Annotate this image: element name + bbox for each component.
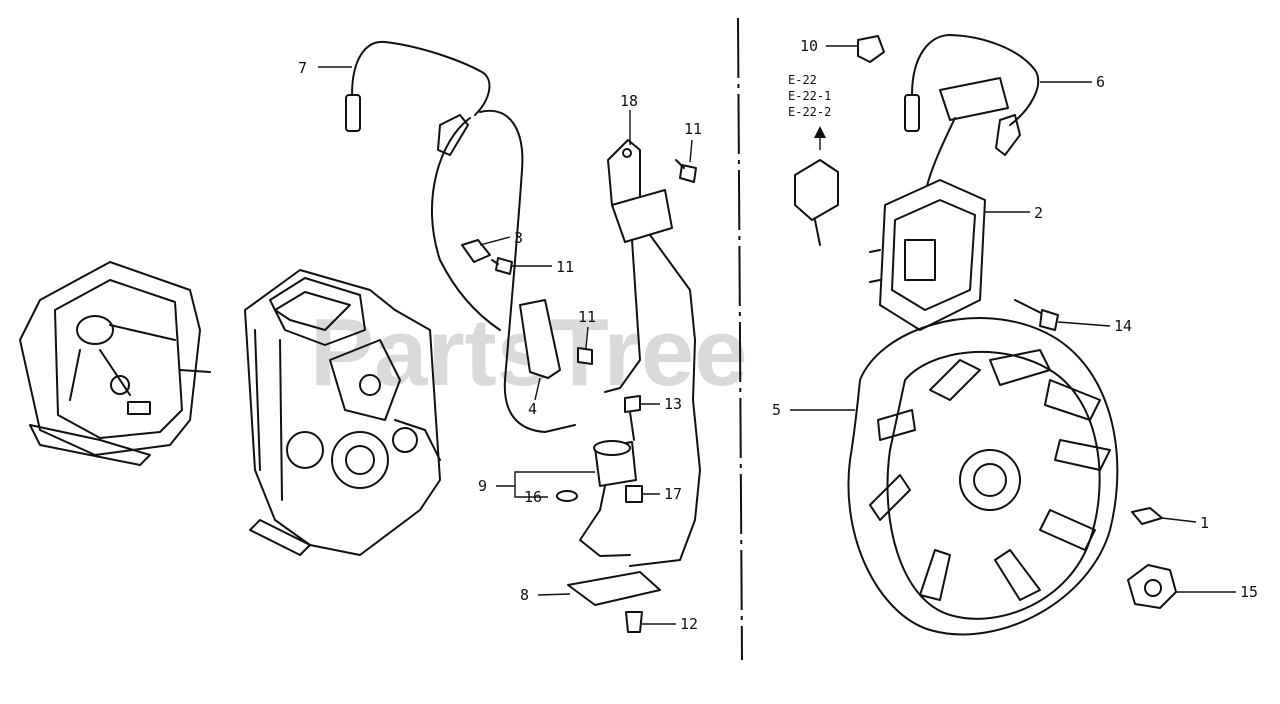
flywheel-drawing — [847, 317, 1119, 636]
woodruff-key-drawing — [1131, 507, 1163, 525]
clip-plate-drawing — [461, 239, 491, 263]
callout-3: 3 — [514, 229, 523, 247]
callout-4: 4 — [528, 400, 537, 418]
callout-lines — [318, 45, 1236, 625]
callout-11-top: 11 — [684, 120, 702, 138]
engine-block-drawing — [244, 269, 441, 556]
bracket-drawing — [519, 299, 561, 379]
ignition-coil-drawing — [869, 179, 986, 331]
flywheel-nut-drawing — [1127, 564, 1177, 609]
callout-18: 18 — [620, 92, 638, 110]
callout-12: 12 — [680, 615, 698, 633]
high-tension-lead-drawing — [345, 40, 576, 433]
callout-10: 10 — [800, 37, 818, 55]
callout-17: 17 — [664, 485, 682, 503]
crankcase-cover-drawing — [19, 261, 211, 466]
callout-6: 6 — [1096, 73, 1105, 91]
kill-switch-assembly-drawing — [556, 395, 661, 633]
callout-numbers: 7 18 11 3 11 11 4 13 9 16 17 8 12 10 6 2… — [298, 37, 1258, 633]
callout-1: 1 — [1200, 514, 1209, 532]
bolt-drawings — [491, 159, 697, 365]
callout-8: 8 — [520, 586, 529, 604]
ref-code-e22-1: E-22-1 — [788, 89, 831, 103]
callout-7: 7 — [298, 59, 307, 77]
callout-14: 14 — [1114, 317, 1132, 335]
reference-codes: E-22 E-22-1 E-22-2 — [788, 73, 831, 150]
callout-13: 13 — [664, 395, 682, 413]
nut-drawing — [857, 35, 885, 63]
ignition-module-drawing — [794, 159, 839, 246]
condenser-drawing — [604, 139, 701, 567]
section-divider — [737, 17, 743, 661]
callout-2: 2 — [1034, 204, 1043, 222]
callout-9: 9 — [478, 477, 487, 495]
washer-drawing — [556, 490, 578, 502]
callout-5: 5 — [772, 401, 781, 419]
ref-code-e22-2: E-22-2 — [788, 105, 831, 119]
callout-11-mid: 11 — [556, 258, 574, 276]
callout-16: 16 — [524, 488, 542, 506]
callout-15: 15 — [1240, 583, 1258, 601]
callout-11-lower: 11 — [578, 308, 596, 326]
ref-code-e22: E-22 — [788, 73, 817, 87]
coil-bolt-drawing — [1014, 299, 1059, 331]
